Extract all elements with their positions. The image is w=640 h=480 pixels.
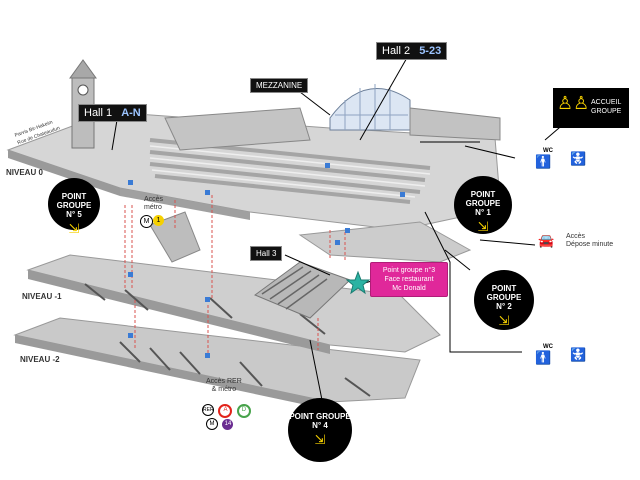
point-groupe-1: POINT GROUPE N° 1 ⇲ <box>454 176 512 234</box>
metro-line-14-icon: 14 <box>222 419 234 430</box>
mezzanine-label: MEZZANINE <box>250 78 309 93</box>
depose-minute-label: Accès Dépose minute <box>566 233 613 249</box>
hall3-label: Hall 3 <box>250 246 283 261</box>
acces-metro-label: Accès métro <box>144 196 163 212</box>
hall1-lines: A-N <box>121 107 141 119</box>
acces-metro-line1: Accès <box>144 196 164 203</box>
point-groupe-4: POINT GROUPE N° 4 ⇲ <box>288 398 352 462</box>
metro-icon: M <box>206 418 218 430</box>
hall2-name: Hall 2 <box>382 45 411 57</box>
rer-lines-icons: RER A D <box>202 398 251 418</box>
gather-arrows-icon: ⇲ <box>68 221 80 236</box>
level-minus2-escalators <box>119 341 371 397</box>
hall1-label: Hall 1 A-N <box>78 104 147 122</box>
point-4-title: POINT GROUPE <box>289 412 351 421</box>
callout-line1: Point groupe n°3 <box>382 267 436 274</box>
rer-d-icon: D <box>236 404 251 418</box>
info-markers <box>128 163 405 358</box>
level-minus1-label: NIVEAU -1 <box>22 292 62 301</box>
level-0-label: NIVEAU 0 <box>6 168 43 177</box>
accueil-groupe-text: ACCUEIL GROUPE <box>591 98 621 116</box>
point-5-number: N° 5 <box>66 210 82 219</box>
wc-icon: 🚹 <box>535 154 552 169</box>
acces-metro-line2: métro <box>144 204 162 211</box>
accueil-groupe-box: ♙♙ ACCUEIL GROUPE <box>553 88 629 128</box>
accueil-line2: GROUPE <box>591 108 622 115</box>
metro-icon: M <box>140 215 153 228</box>
wc-label-top: WC <box>543 148 553 154</box>
leader-lines <box>111 55 581 401</box>
acces-rer-label: Accès RER & métro <box>206 378 242 394</box>
hall1-name: Hall 1 <box>84 107 113 119</box>
point-5-title: POINT GROUPE <box>56 192 92 210</box>
gather-arrows-icon: ⇲ <box>498 313 510 328</box>
depose-line1: Accès <box>566 233 586 240</box>
metro-line-1-icon: 1 <box>153 215 164 226</box>
callout-line2: Face restaurant <box>384 276 434 283</box>
depose-line2: Dépose minute <box>566 241 614 248</box>
acces-rer-line2: & métro <box>211 386 237 393</box>
point-1-number: N° 1 <box>475 208 491 217</box>
point-groupe-5: POINT GROUPE N° 5 ⇲ <box>48 178 100 235</box>
accueil-line1: ACCUEIL <box>591 99 622 106</box>
point-2-number: N° 2 <box>496 302 512 311</box>
wc-label-bottom: WC <box>543 344 553 350</box>
point-1-title: POINT GROUPE <box>465 190 501 208</box>
level-minus2-label: NIVEAU -2 <box>20 355 60 364</box>
car-icon: 🚘 <box>538 233 555 248</box>
point-4-number: N° 4 <box>312 421 328 430</box>
gather-arrows-icon: ⇲ <box>314 432 326 447</box>
baby-change-icon: 🚼 <box>570 151 587 166</box>
callout-line3: Mc Donald <box>392 285 426 292</box>
point-3-star-icon <box>345 270 371 295</box>
hall2-label: Hall 2 5-23 <box>376 42 448 60</box>
level-minus1-escalators <box>84 283 326 335</box>
acces-rer-line1: Accès RER <box>206 378 242 385</box>
metro-14-icons: M 14 <box>206 412 234 430</box>
wc-icon: 🚹 <box>535 350 552 365</box>
point-2-title: POINT GROUPE <box>486 284 522 302</box>
point-groupe-2: POINT GROUPE N° 2 ⇲ <box>474 270 534 330</box>
baby-change-icon: 🚼 <box>570 347 587 362</box>
group-people-icon: ♙♙ <box>557 93 590 113</box>
gather-arrows-icon: ⇲ <box>477 219 489 234</box>
platforms <box>149 138 431 204</box>
hall2-lines: 5-23 <box>419 45 442 57</box>
point-groupe-3-callout: Point groupe n°3 Face restaurant Mc Dona… <box>370 262 448 297</box>
